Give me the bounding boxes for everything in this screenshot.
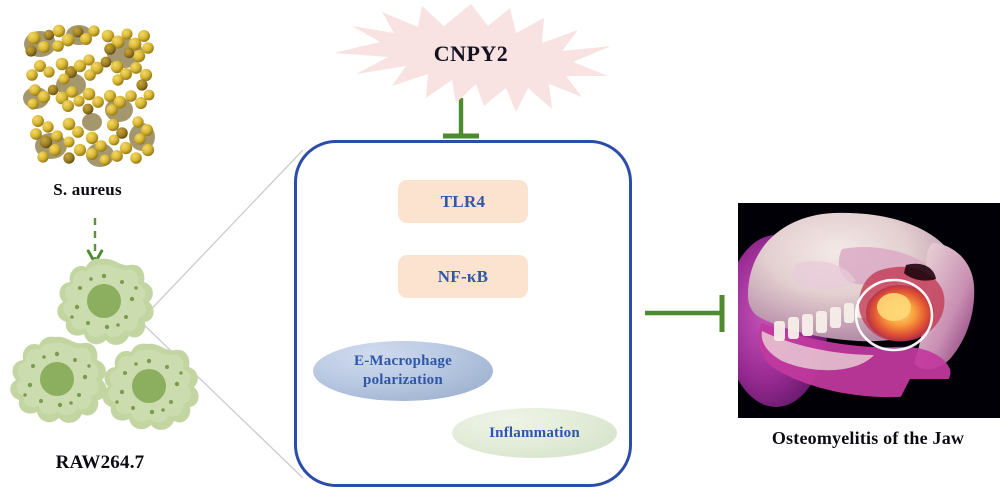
osteomyelitis-jaw-illustration [738, 203, 1000, 418]
macrophage-polarization-line1: E-Macrophage [354, 353, 452, 370]
lesion-highlight-circle [854, 278, 934, 352]
osteomyelitis-caption: Osteomyelitis of the Jaw [771, 428, 965, 448]
bacteria-colonies [23, 24, 155, 167]
node-nfkb[interactable]: NF-κB [398, 255, 528, 298]
node-macrophage-polarization[interactable]: E-Macrophage polarization [313, 341, 493, 401]
macrophage-top [57, 258, 154, 345]
macrophage-polarization-line2: polarization [363, 372, 443, 388]
cnpy2-starburst-shape [334, 4, 611, 112]
raw2647-caption: RAW264.7 [55, 452, 145, 473]
macrophage-bottom-right [102, 343, 199, 430]
s-aureus-micrograph [22, 22, 155, 170]
node-inflammation[interactable]: Inflammation [452, 408, 617, 458]
inhibition-pathway-to-osteomyelitis [645, 295, 725, 332]
s-aureus-caption: S. aureus [53, 180, 122, 199]
macrophage-bottom-left [10, 336, 107, 423]
node-tlr4[interactable]: TLR4 [398, 180, 528, 223]
cnpy2-label: CNPY2 [433, 41, 509, 66]
raw2647-macrophages [10, 258, 199, 430]
starburst-polygon [334, 4, 611, 112]
